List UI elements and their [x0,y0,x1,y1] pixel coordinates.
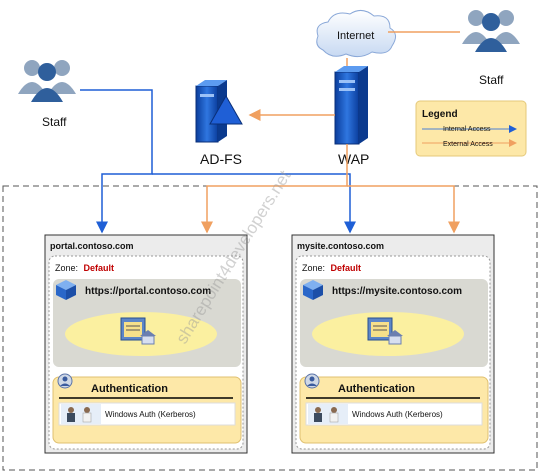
adfs-label: AD-FS [200,151,242,167]
wap-server-icon [334,66,368,145]
legend-title: Legend [422,109,458,120]
staff-left-label: Staff [42,115,67,129]
legend-external-label: External Access [443,141,493,148]
auth-title: Authentication [91,383,168,395]
auth-method-box [305,402,483,426]
auth-method: Windows Auth (Kerberos) [105,410,196,419]
farm-mysite: mysite.contoso.com Zone: Default https:/… [291,234,495,454]
external-access-lines [201,31,460,234]
internet-cloud-icon [316,10,396,58]
staff-right-icon [462,10,520,52]
zone-label: Zone: Default [55,263,114,273]
zone-value: Default [331,263,362,273]
site-url: https://mysite.contoso.com [332,286,462,297]
web-app-icon [120,317,156,345]
staff-right-label: Staff [479,73,504,87]
auth-shield-icon [57,373,73,389]
staff-left-icon [18,60,76,102]
farm-portal: portal.contoso.com Zone: Default https:/… [44,234,248,454]
site-url: https://portal.contoso.com [85,286,211,297]
site-cube-icon [56,280,76,300]
zone-label: Zone: Default [302,263,361,273]
auth-title: Authentication [338,383,415,395]
legend-internal-label: Internal Access [443,126,491,133]
auth-method: Windows Auth (Kerberos) [352,410,443,419]
wap-label: WAP [338,151,369,167]
network-boundary [2,185,538,471]
adfs-server-icon [195,80,243,143]
farm-mysite-host: mysite.contoso.com [297,241,384,251]
zone-value: Default [84,263,115,273]
farm-portal-host: portal.contoso.com [50,241,134,251]
internal-access-lines [80,89,356,234]
internet-label: Internet [337,30,374,42]
users-photo-icon [61,404,101,424]
site-cube-icon [303,280,323,300]
auth-shield-icon [304,373,320,389]
auth-method-box [58,402,236,426]
legend: Legend Internal Access External Access [415,100,527,157]
users-photo-icon [308,404,348,424]
web-app-icon [367,317,403,345]
